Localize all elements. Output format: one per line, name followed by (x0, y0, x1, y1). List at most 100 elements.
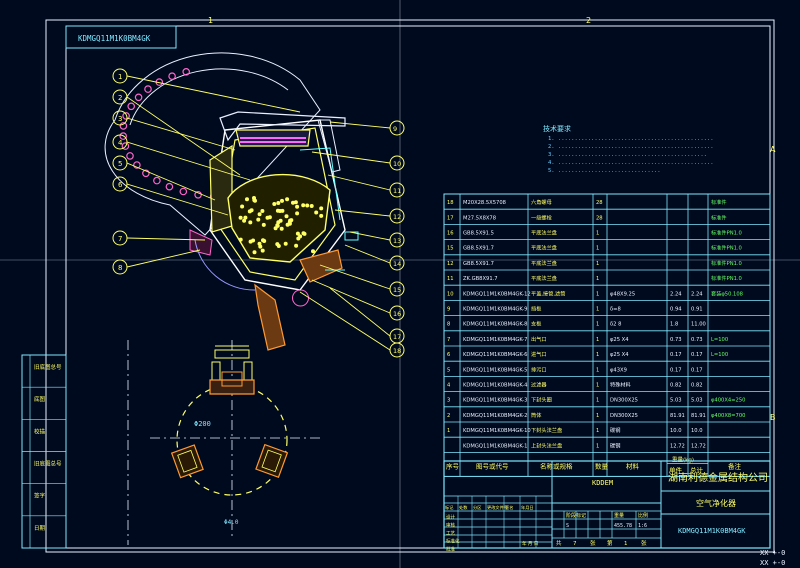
filter-pore (283, 241, 288, 246)
bom-cell: 9 (447, 307, 450, 313)
bottom-plan-view[interactable]: Φ200 Φ4.0 (170, 345, 289, 526)
filter-pore (256, 217, 261, 222)
bom-cell: 15 (447, 246, 454, 252)
bolt-hole (182, 68, 191, 76)
balloon-label: 4 (118, 139, 123, 147)
bom-cell: 1 (596, 367, 599, 373)
bom-cell: 0.73 (670, 337, 682, 343)
drawing-number: KDMGQ11M1K0BM4GK (678, 527, 746, 535)
bom-cell: 1 (596, 322, 599, 328)
filter-pore (278, 218, 283, 223)
bom-cell: 5.03 (691, 398, 703, 404)
revision-header: 分区 (473, 504, 481, 511)
stamp-label: 日期 (34, 525, 46, 532)
bolt-hole (153, 176, 161, 185)
bom-cell: 10 (447, 291, 454, 297)
bom-header: 总计 (690, 465, 704, 474)
filter-pore (238, 215, 243, 220)
main-section-view[interactable] (104, 52, 359, 351)
bom-cell: 下封头圈 (531, 396, 552, 404)
bom-header: 图号或代号 (476, 461, 509, 470)
balloon-circle (389, 120, 405, 136)
bom-cell: φ400X4=250 (711, 398, 745, 404)
bom-cell: 下封头法兰盘 (531, 426, 562, 434)
bom-cell: 标准件PN1.0 (711, 274, 742, 282)
bom-cell: 12.72 (670, 443, 685, 449)
balloon-label: 3 (118, 115, 122, 123)
filter-pore (261, 238, 265, 243)
bom-header: 数量 (595, 461, 609, 470)
sheet-info: 共 (556, 539, 562, 547)
filter-pore (278, 209, 282, 213)
title-block[interactable]: 湖南利德金属结构公司空气净化器KDMGQ11M1K0BM4GKKDDEM阶段标记… (443, 460, 771, 553)
balloon-circle (112, 68, 128, 84)
filter-pore (265, 215, 270, 220)
balloon-circle (389, 182, 405, 198)
bom-cell: 1 (596, 337, 599, 343)
bom-cell: GB8.5X91.7 (463, 246, 494, 252)
filter-pore (319, 206, 324, 211)
bom-cell: 8 (447, 322, 450, 328)
bom-cell: KDMGQ11M1K0BM4GK-3 (463, 398, 527, 404)
bom-cell: 0.17 (670, 352, 682, 358)
bom-cell: DN300X25 (610, 413, 638, 419)
balloon-label: 18 (393, 347, 401, 355)
leader-line (126, 162, 216, 201)
center-code: KDDEM (592, 479, 613, 487)
bom-cell: 0.17 (691, 352, 703, 358)
filter-pore (260, 209, 265, 213)
filter-pore (295, 211, 300, 216)
bom-cell: GB8.5X91.5 (463, 231, 494, 237)
bom-cell: 标准件PN1.0 (711, 259, 742, 267)
corner-readout-2: XX +-0 (760, 559, 785, 567)
filter-pore (261, 222, 266, 227)
balloon-circle (389, 305, 405, 321)
balloon-circle (112, 176, 128, 192)
bom-cell: 3 (447, 398, 450, 404)
filter-pore (276, 244, 281, 248)
sheet-info: 7 (573, 541, 577, 547)
bom-cell: 6 (447, 352, 450, 358)
sheet-info: 第 (607, 539, 613, 547)
filter-pore (279, 226, 284, 231)
bom-cell: φ25 X4 (610, 352, 629, 358)
balloon-circle (112, 259, 128, 275)
bom-cell: 16 (447, 231, 454, 237)
balloon-circle (112, 89, 128, 105)
bolt-hole (133, 161, 141, 169)
filter-pore (260, 248, 265, 253)
bom-cell: KDMGQ11M1K0BM4GK-5 (463, 367, 527, 373)
balloon-circle (389, 281, 405, 297)
filter-pore (319, 213, 324, 218)
bom-cell: M20X28.5X5708 (463, 200, 506, 206)
revision-header: 处数 (459, 504, 468, 511)
bolt-hole (165, 182, 174, 191)
bom-cell: M27.5X8X78 (463, 215, 496, 221)
balloon-circle (112, 230, 128, 246)
filter-pore (276, 201, 281, 205)
bom-cell: 81.91 (670, 413, 685, 419)
filter-pore (248, 220, 253, 225)
zone-number-2: 2 (586, 16, 591, 25)
bom-cell: 平底法兰盘 (531, 229, 557, 237)
